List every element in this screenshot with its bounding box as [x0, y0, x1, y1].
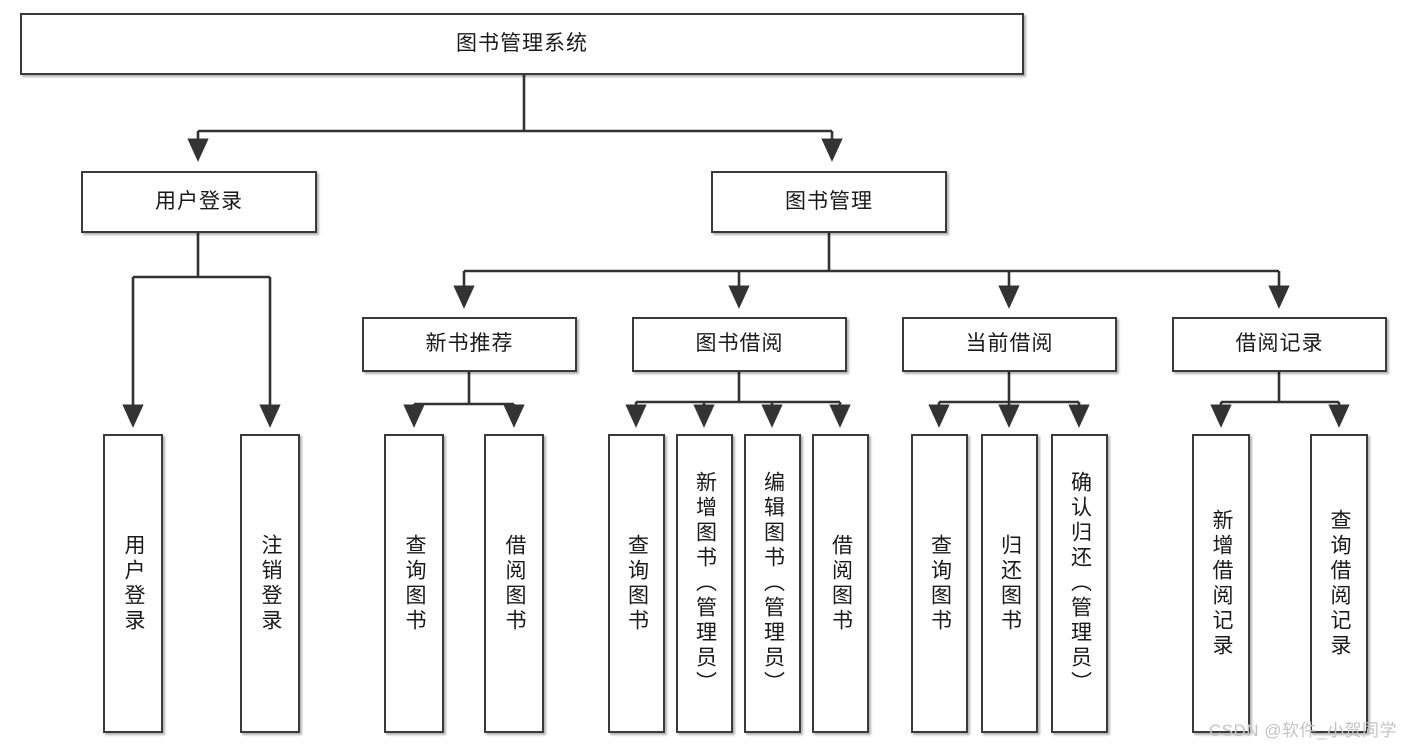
node-current-borrow[interactable]: 当前借阅	[902, 317, 1117, 372]
node-user-login-label: 用户登录	[155, 189, 243, 213]
node-leaf-query-record[interactable]: 查询借阅记录	[1310, 434, 1368, 733]
node-leaf-confirm-return-label: 确认归还（管理员）	[1068, 471, 1092, 696]
node-leaf-return-book[interactable]: 归还图书	[981, 434, 1038, 733]
node-leaf-query-book-2[interactable]: 查询图书	[608, 434, 665, 733]
node-book-borrow[interactable]: 图书借阅	[632, 317, 847, 372]
node-leaf-query-book-1[interactable]: 查询图书	[384, 434, 444, 733]
node-leaf-edit-book[interactable]: 编辑图书（管理员）	[744, 434, 801, 733]
node-leaf-query-book-3[interactable]: 查询图书	[911, 434, 968, 733]
node-leaf-borrow-book-1[interactable]: 借阅图书	[484, 434, 544, 733]
node-leaf-borrow-book-2-label: 借阅图书	[829, 533, 853, 634]
node-leaf-borrow-book-2[interactable]: 借阅图书	[812, 434, 869, 733]
node-leaf-user-login[interactable]: 用户登录	[103, 434, 163, 733]
node-current-borrow-label: 当前借阅	[965, 332, 1054, 356]
node-borrow-record-label: 借阅记录	[1235, 332, 1324, 356]
node-leaf-user-logout-label: 注销登录	[259, 533, 283, 634]
node-root-label: 图书管理系统	[456, 31, 588, 55]
node-user-login[interactable]: 用户登录	[81, 171, 317, 233]
node-borrow-record[interactable]: 借阅记录	[1172, 317, 1387, 372]
node-leaf-query-book-2-label: 查询图书	[625, 533, 649, 634]
node-new-book-recommend[interactable]: 新书推荐	[362, 317, 577, 372]
node-root[interactable]: 图书管理系统	[20, 13, 1024, 75]
node-leaf-user-login-label: 用户登录	[122, 533, 146, 634]
node-leaf-edit-book-label: 编辑图书（管理员）	[761, 471, 785, 696]
node-leaf-query-book-3-label: 查询图书	[928, 533, 952, 634]
node-leaf-add-record[interactable]: 新增借阅记录	[1192, 434, 1250, 733]
node-book-manage[interactable]: 图书管理	[711, 171, 947, 233]
node-book-manage-label: 图书管理	[785, 189, 873, 213]
node-leaf-user-logout[interactable]: 注销登录	[240, 434, 300, 733]
node-book-borrow-label: 图书借阅	[695, 332, 784, 356]
node-leaf-return-book-label: 归还图书	[998, 533, 1022, 634]
node-new-book-recommend-label: 新书推荐	[425, 332, 514, 356]
node-leaf-confirm-return[interactable]: 确认归还（管理员）	[1051, 434, 1108, 733]
node-leaf-add-book-label: 新增图书（管理员）	[693, 471, 717, 696]
node-leaf-borrow-book-1-label: 借阅图书	[503, 533, 527, 634]
node-leaf-add-book[interactable]: 新增图书（管理员）	[676, 434, 733, 733]
node-leaf-query-record-label: 查询借阅记录	[1328, 508, 1352, 659]
node-leaf-add-record-label: 新增借阅记录	[1210, 508, 1234, 659]
node-leaf-query-book-1-label: 查询图书	[403, 533, 427, 634]
